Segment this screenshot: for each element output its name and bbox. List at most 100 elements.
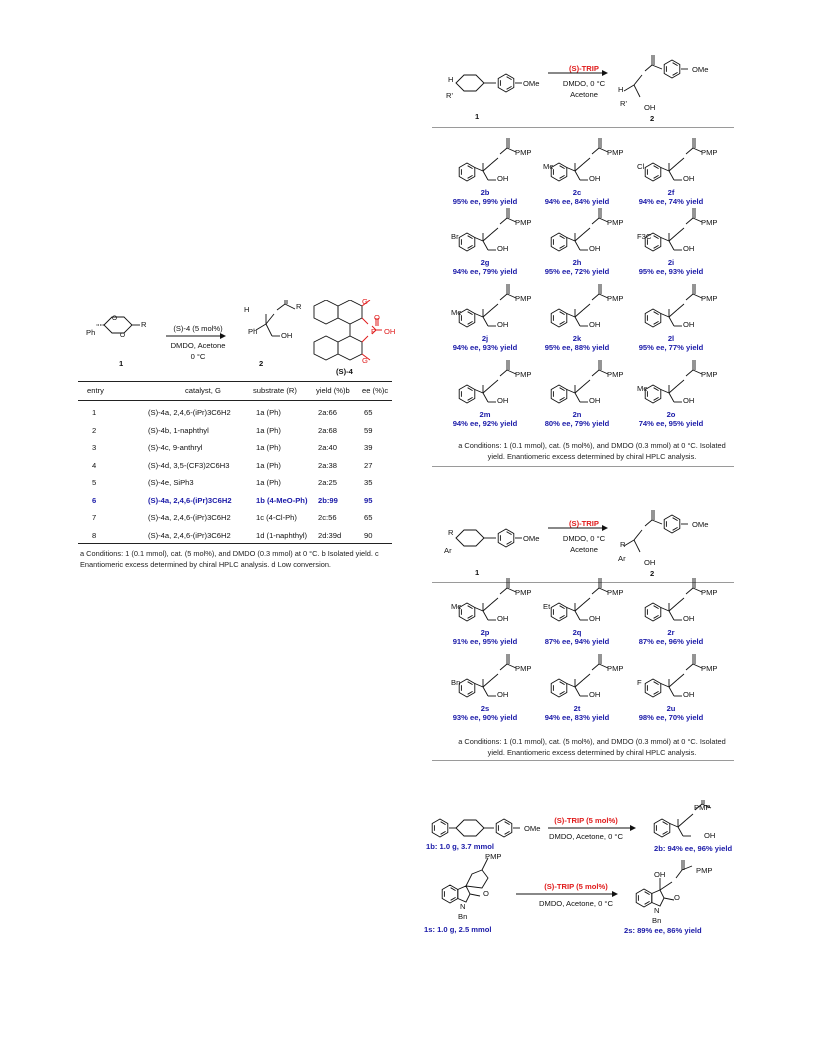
oh-2k: OH	[589, 320, 601, 329]
table-cell-entry: 3	[92, 443, 97, 452]
scope1-prod-label: 2	[650, 114, 655, 123]
left-ph: Ph	[86, 328, 96, 337]
product-label-2m: 2m	[479, 410, 491, 419]
table-cell-yield: 2a:38	[318, 460, 338, 470]
table-cell-entry: 8	[92, 530, 97, 540]
table-cell-substrate: 1d (1-naphthyl)	[256, 530, 308, 540]
product-result-2i: 95% ee, 93% yield	[638, 267, 704, 276]
substituent-2u: F	[637, 678, 642, 687]
table-footnote: a Conditions: 1 (0.1 mmol), cat. (5 mol%…	[80, 549, 379, 569]
scope2-prod-oh: OH	[644, 558, 656, 567]
pmp-2m: PMP	[515, 370, 532, 379]
gram-prod-2: 2s: 89% ee, 86% yield	[624, 926, 702, 935]
product-label-2f: 2f	[667, 188, 675, 197]
table-cell-entry: 2	[92, 425, 97, 435]
product-result-2j: 94% ee, 93% yield	[452, 343, 518, 352]
catalyst-g-bottom: G	[362, 356, 368, 365]
oh-2c: OH	[589, 174, 601, 183]
product-result-2g: 94% ee, 79% yield	[452, 267, 518, 276]
product-label-2n: 2n	[572, 410, 582, 419]
table-cell-entry: 6	[92, 495, 97, 505]
product-result-2n: 80% ee, 79% yield	[544, 419, 610, 428]
gram-n-2: N	[460, 902, 466, 911]
product-label-2b: 2b	[480, 188, 490, 197]
substituent-2g: Br	[451, 232, 459, 241]
oh-2l: OH	[683, 320, 695, 329]
table-cell-yield: 2a:40	[318, 443, 338, 452]
table-cell-yield: 2b:99	[318, 495, 338, 505]
product-result-2f: 94% ee, 74% yield	[638, 197, 704, 206]
product-label-2c: 2c	[572, 188, 582, 197]
oh-2o: OH	[683, 396, 695, 405]
gram-reagent-2: (S)-TRIP (5 mol%)	[544, 882, 608, 891]
product-result-2h: 95% ee, 72% yield	[544, 267, 610, 276]
oh-2m: OH	[497, 396, 509, 405]
left-product-r: R	[296, 302, 302, 311]
gram-n-3: N	[654, 906, 660, 915]
th-yield: yield (%)b	[316, 386, 350, 395]
gram-pmp-3: PMP	[696, 866, 713, 875]
scope1-conditions: DMDO, 0 °C	[562, 79, 606, 88]
structure-2b	[445, 132, 545, 192]
scope2-prod-label: 2	[650, 569, 655, 578]
gram-conditions-1: DMDO, Acetone, 0 °C	[549, 832, 623, 841]
catalyst-g-top: G	[362, 297, 368, 306]
pmp-2j: PMP	[515, 294, 532, 303]
product-label-2q: 2q	[572, 628, 582, 637]
structure-2k	[537, 278, 637, 338]
scope1-reagent: (S)-TRIP	[569, 64, 599, 73]
product-label-2p: 2p	[480, 628, 490, 637]
product-result-2t: 94% ee, 83% yield	[544, 713, 610, 722]
th-catalyst: catalyst, G	[185, 386, 221, 395]
scope2-ar: Ar	[444, 546, 452, 555]
gram-scale-drawing	[431, 800, 740, 908]
table-cell-substrate: 1a (Ph)	[256, 443, 281, 452]
scope2-solvent: Acetone	[570, 545, 598, 554]
table-cell-ee: 65	[364, 513, 373, 522]
scope2-r: R	[448, 528, 454, 537]
product-label-2k: 2k	[572, 334, 582, 343]
scope2-ome: OMe	[523, 534, 540, 543]
scope1-prod-h: H	[618, 85, 624, 94]
table-cell-catalyst: (S)-4a, 2,4,6-(iPr)3C6H2	[148, 530, 231, 540]
table-cell-catalyst: (S)-4c, 9-anthryl	[148, 443, 203, 452]
table-cell-yield: 2a:68	[318, 425, 338, 435]
product-label-2r: 2r	[667, 628, 675, 637]
scope2-reagent: (S)-TRIP	[569, 519, 599, 528]
substituent-2j: Me	[451, 308, 462, 317]
product-label-2i: 2i	[667, 258, 675, 267]
product-label-2j: 2j	[481, 334, 489, 343]
structure-2l	[631, 278, 731, 338]
pmp-2f: PMP	[701, 148, 718, 157]
product-result-2k: 95% ee, 88% yield	[544, 343, 610, 352]
table-cell-entry: 1	[92, 408, 97, 417]
scope1-prod-ome: OMe	[692, 65, 709, 74]
product-result-2b: 95% ee, 99% yield	[452, 197, 518, 206]
scope2-conditions: DMDO, 0 °C	[562, 534, 606, 543]
table-cell-substrate: 1c (4-Cl-Ph)	[256, 513, 297, 522]
substituent-2p: Me	[451, 602, 462, 611]
catalyst-o: O	[374, 313, 380, 322]
product-result-2m: 94% ee, 92% yield	[452, 419, 518, 428]
pmp-2n: PMP	[607, 370, 624, 379]
pmp-2s: PMP	[515, 664, 532, 673]
pmp-2l: PMP	[701, 294, 718, 303]
product-result-2p: 91% ee, 95% yield	[452, 637, 518, 646]
pmp-2g: PMP	[515, 218, 532, 227]
left-reagent-temp: 0 °C	[190, 352, 206, 361]
substituent-2q: Et	[543, 602, 551, 611]
left-reagent-catalyst: (S)-4 (5 mol%)	[173, 324, 223, 333]
product-label-2t: 2t	[573, 704, 581, 713]
table-cell-yield: 2d:39d	[318, 530, 342, 540]
gram-reagent-1: (S)-TRIP (5 mol%)	[554, 816, 618, 825]
substituent-2c: Me	[543, 162, 554, 171]
substituent-2i: F3C	[637, 232, 652, 241]
table-cell-entry: 7	[92, 513, 97, 522]
table-cell-substrate: 1a (Ph)	[256, 425, 281, 435]
product-result-2r: 87% ee, 96% yield	[638, 637, 704, 646]
left-product-oh: OH	[281, 331, 293, 340]
product-result-2s: 93% ee, 90% yield	[452, 713, 518, 722]
svg-text:O: O	[112, 315, 117, 322]
substituent-2o: Me	[637, 384, 648, 393]
product-result-2q: 87% ee, 94% yield	[544, 637, 610, 646]
